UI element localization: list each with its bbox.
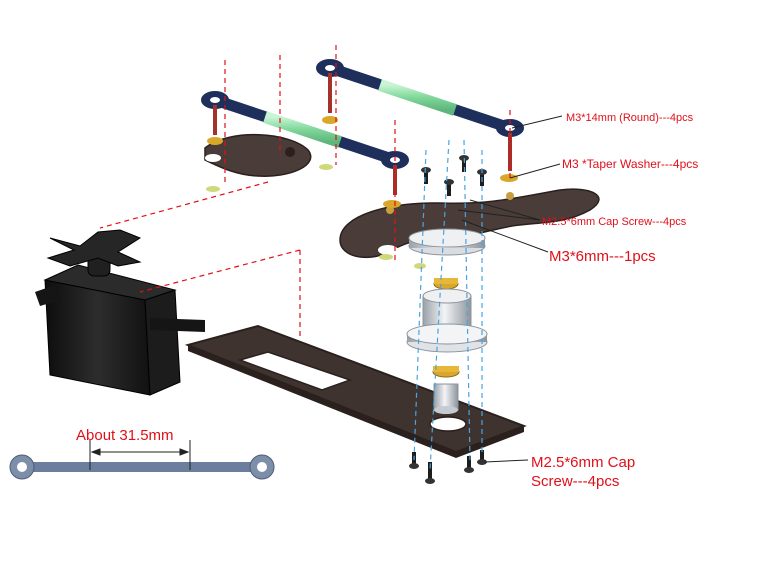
label-m25-cap-screw-lower-2: Screw---4pcs [531,473,619,490]
cap-screws-lower [409,450,487,484]
upper-small-arm [204,133,312,177]
spare-turnbuckle [9,454,275,480]
dimension-marker [89,440,191,470]
base-plate [184,324,527,458]
label-m3-6mm: M3*6mm---1pcs [549,248,656,265]
servo-horn [46,229,142,267]
guide-lines-red [99,45,511,336]
leader-lines [457,115,563,463]
label-m25-cap-screw-upper: M2.5*6mm Cap Screw---4pcs [542,216,687,228]
base-plate-hole [429,416,467,432]
label-m3-14mm-round: M3*14mm (Round)---4pcs [566,112,694,124]
cap-screws-upper [421,155,487,196]
label-m25-cap-screw-lower-1: M2.5*6mm Cap [531,454,635,471]
guide-lines-blue [413,139,483,471]
label-taper-washer: M3 *Taper Washer---4pcs [562,157,698,171]
ball-screws [206,73,518,269]
label-about-length: About 31.5mm [76,427,174,444]
turnbuckle-rod-right [316,59,524,137]
base-plate-slot [237,351,353,391]
servo [35,229,205,396]
